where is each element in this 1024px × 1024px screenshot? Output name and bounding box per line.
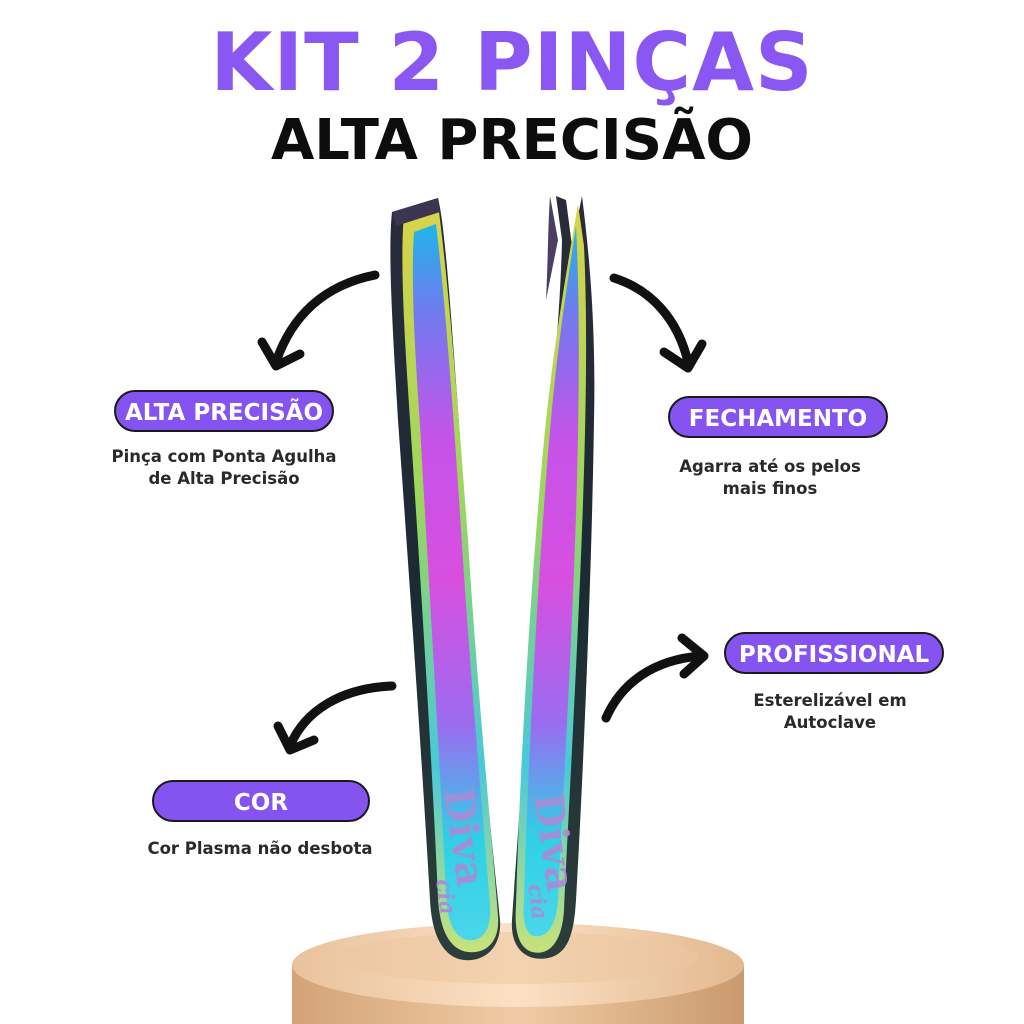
feature-description-color: Cor Plasma não desbota — [110, 838, 410, 860]
feature-description-precision: Pinça com Ponta Agulha de Alta Precisão — [84, 446, 364, 490]
arrow-top-right-icon — [609, 273, 707, 373]
description-line: Esterelizável em — [753, 691, 907, 710]
arrow-bottom-right-icon — [601, 633, 709, 723]
description-line: Pinça com Ponta Agulha — [111, 447, 337, 466]
page-subtitle: ALTA PRECISÃO — [270, 108, 754, 173]
feature-description-professional: Esterelizável em Autoclave — [700, 690, 960, 734]
badge-profissional: PROFISSIONAL — [724, 632, 944, 674]
description-line: de Alta Precisão — [148, 469, 300, 488]
arrow-top-left-icon — [257, 270, 380, 371]
slanted-tweezer: Diva cia — [390, 198, 501, 961]
badge-cor: COR — [152, 780, 370, 822]
page-title: KIT 2 PINÇAS — [210, 16, 814, 109]
brand-suffix-left: cia — [430, 877, 461, 916]
description-line: Agarra até os pelos — [679, 457, 861, 476]
badge-alta-precisao: ALTA PRECISÃO — [114, 390, 334, 432]
arrow-bottom-left-icon — [273, 681, 397, 755]
badge-fechamento: FECHAMENTO — [668, 396, 888, 438]
brand-suffix-right: cia — [522, 882, 553, 921]
feature-description-closing: Agarra até os pelos mais finos — [640, 456, 900, 500]
description-line: Autoclave — [783, 713, 877, 732]
wooden-pedestal — [292, 923, 744, 1024]
description-line: mais finos — [722, 479, 818, 498]
description-line: Cor Plasma não desbota — [147, 839, 373, 858]
pointed-tweezer: Diva cia — [511, 196, 595, 959]
